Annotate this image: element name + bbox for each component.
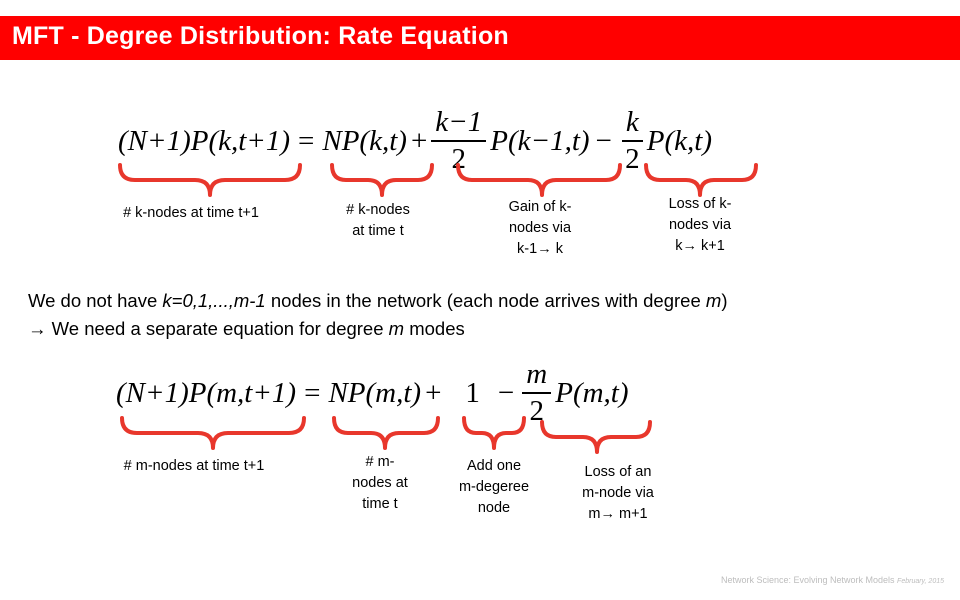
label-k-nodes-t-line2: at time t [352,223,404,240]
label-add-one-line2: m-degeree [458,479,530,496]
right-arrow-icon: → [28,318,47,339]
label-gain-line2: nodes via [508,220,572,237]
label-k-nodes-t-line1: # k-nodes [346,202,410,218]
eq2-bracket-term1 [332,416,440,450]
label-loss-m-line1: Loss of an [584,464,652,480]
eq2-plus: + [425,376,442,409]
eq2-term2: P(m,t) [555,376,629,409]
eq1-bracket-term1 [330,163,434,197]
eq1-term3: P(k,t) [646,124,712,157]
eq2-fraction: m 2 [522,358,552,427]
rate-equation-m: (N+1)P(m,t+1) = NP(m,t) + 1 − m 2 P(m,t) [116,360,629,426]
eq1-frac2-denominator: 2 [625,143,640,175]
eq2-bracket-loss [540,420,652,454]
eq1-bracket-loss [644,163,758,197]
rate-equation-k: (N+1)P(k,t+1) = NP(k,t) + k−1 2 P(k−1,t)… [118,108,712,174]
eq1-minus: − [595,124,612,157]
label-gain: Gain of k- nodes via k-1→ k [480,197,600,260]
footer: Network Science: Evolving Network Models… [721,575,944,585]
eq1-equals: = [298,124,315,157]
slide-title: MFT - Degree Distribution: Rate Equation [12,22,509,50]
body-line-2: → We need a separate equation for degree… [28,318,465,339]
eq2-one: 1 [465,376,480,409]
right-arrow-icon: → [600,506,615,523]
label-loss-line2: nodes via [668,217,732,234]
label-k-nodes-t: # k-nodes at time t [320,200,436,242]
eq1-plus: + [410,124,428,157]
label-loss: Loss of k- nodes via k→ k+1 [638,194,762,257]
eq1-frac2-bar [621,140,643,142]
eq1-term1: NP(k,t) [322,124,407,157]
eq2-frac-denominator: 2 [529,395,545,427]
eq2-bracket-lhs [120,416,306,450]
label-loss-m-line2: m-node via [582,485,654,502]
label-add-one: Add one m-degeree node [438,456,550,519]
label-loss-line3: k→ k+1 [675,238,725,255]
eq2-term1: NP(m,t) [328,376,422,409]
eq2-frac-bar [522,392,552,394]
eq1-fraction1: k−1 2 [431,106,487,175]
eq2-lhs: (N+1)P(m,t+1) [116,376,297,409]
label-add-one-line3: node [477,500,511,517]
eq1-fraction2: k 2 [621,106,643,175]
eq2-frac-numerator: m [526,358,548,390]
eq2-equals: = [304,376,321,409]
eq1-frac2-numerator: k [625,106,639,138]
eq1-frac1-bar [431,140,487,142]
right-arrow-icon: → [682,238,697,255]
label-m-nodes-t-line1: # m- [365,454,395,470]
label-m-nodes-t-line3: time t [362,496,398,513]
label-loss-line1: Loss of k- [668,196,732,212]
title-bar: MFT - Degree Distribution: Rate Equation [0,16,960,60]
eq1-term2: P(k−1,t) [490,124,590,157]
label-k-nodes-t1: # k-nodes at time t+1 [123,205,259,221]
label-gain-line3: k-1→ k [517,241,563,258]
eq1-frac1-numerator: k−1 [435,106,483,138]
label-gain-line1: Gain of k- [508,199,572,215]
eq1-lhs: (N+1)P(k,t+1) [118,124,291,157]
eq2-minus: − [497,376,515,409]
body-line-1: We do not have k=0,1,...,m-1 nodes in th… [28,290,728,311]
label-add-one-line1: Add one [466,458,522,474]
eq1-frac1-denominator: 2 [451,143,467,175]
label-loss-m-line3: m→ m+1 [588,506,648,523]
label-m-nodes-t: # m- nodes at time t [322,452,438,515]
right-arrow-icon: → [537,241,552,258]
label-m-nodes-t-line2: nodes at [352,475,408,492]
eq1-bracket-lhs [118,163,302,197]
footer-date: February, 2015 [897,578,944,585]
label-loss-m: Loss of an m-node via m→ m+1 [556,462,680,525]
footer-text: Network Science: Evolving Network Models [720,575,895,585]
eq2-bracket-one [462,416,526,450]
label-m-nodes-t1: # m-nodes at time t+1 [123,458,265,474]
eq1-bracket-gain [456,163,622,197]
